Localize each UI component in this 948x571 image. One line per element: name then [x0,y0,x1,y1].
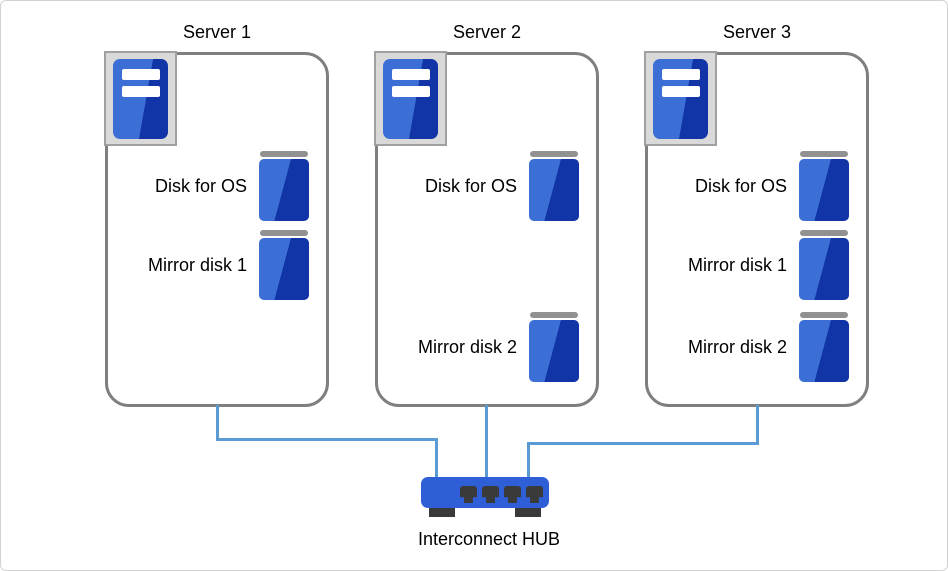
server-3-title: Server 3 [722,22,792,42]
network-hub-icon [421,477,549,517]
tower-slot-bar [392,85,430,97]
disk-cap [260,230,308,236]
disk-row-os: Disk for OS [155,151,309,221]
disk-row-mirror-2: Mirror disk 2 [688,312,849,382]
connector-server1-run [216,438,438,441]
tower-slot-bar [122,68,160,80]
hub-label: Interconnect HUB [417,529,561,549]
disk-label: Mirror disk 2 [687,336,787,357]
disk-body [529,159,579,221]
disk-icon [529,151,579,221]
disk-row-mirror-2: Mirror disk 2 [418,312,579,382]
disk-row-mirror-1: Mirror disk 1 [148,230,309,300]
disk-icon [799,312,849,382]
disk-body [799,320,849,382]
disk-cap [800,151,848,157]
disk-icon [799,151,849,221]
server-tower-icon [644,51,717,146]
disk-row-os: Disk for OS [695,151,849,221]
disk-cap [530,151,578,157]
connector-server3-to-hub [527,442,530,478]
ethernet-port-icon [482,486,499,503]
tower-slot-bar [662,68,700,80]
disk-label: Mirror disk 2 [417,336,517,357]
disk-body [529,320,579,382]
disk-body [799,159,849,221]
hub-foot [429,508,455,517]
disk-row-mirror-1: Mirror disk 1 [688,230,849,300]
disk-cap [530,312,578,318]
server-tower-body [113,58,168,139]
disk-label: Mirror disk 1 [687,254,787,275]
disk-cap [260,151,308,157]
disk-body [259,159,309,221]
disk-icon [799,230,849,300]
disk-label: Mirror disk 1 [147,254,247,275]
disk-label: Disk for OS [694,175,787,196]
tower-slot-bar [662,85,700,97]
server-1-box: Disk for OS Mirror disk 1 [104,51,329,407]
connector-server3-drop [756,405,759,445]
disk-body [259,238,309,300]
disk-body [799,238,849,300]
ethernet-port-icon [460,486,477,503]
server-1-title: Server 1 [182,22,252,42]
disk-label: Disk for OS [424,175,517,196]
tower-slot-bar [392,68,430,80]
disk-icon [529,312,579,382]
hub-foot [515,508,541,517]
server-tower-body [383,58,438,139]
server-tower-icon [374,51,447,146]
tower-slot-bar [122,85,160,97]
connector-server2-to-hub [485,405,488,478]
server-2-box: Disk for OS Mirror disk 2 [374,51,599,407]
connector-server1-to-hub [435,438,438,478]
connector-server1-drop [216,405,219,441]
connector-server3-run [527,442,759,445]
ethernet-port-icon [526,486,543,503]
hub-ports [460,486,543,503]
server-tower-icon [104,51,177,146]
disk-cap [800,230,848,236]
server-2-title: Server 2 [452,22,522,42]
disk-cap [800,312,848,318]
disk-row-os: Disk for OS [425,151,579,221]
disk-icon [259,151,309,221]
disk-icon [259,230,309,300]
server-3-box: Disk for OS Mirror disk 1 Mirror disk 2 [644,51,869,407]
disk-label: Disk for OS [154,175,247,196]
ethernet-port-icon [504,486,521,503]
server-tower-body [653,58,708,139]
